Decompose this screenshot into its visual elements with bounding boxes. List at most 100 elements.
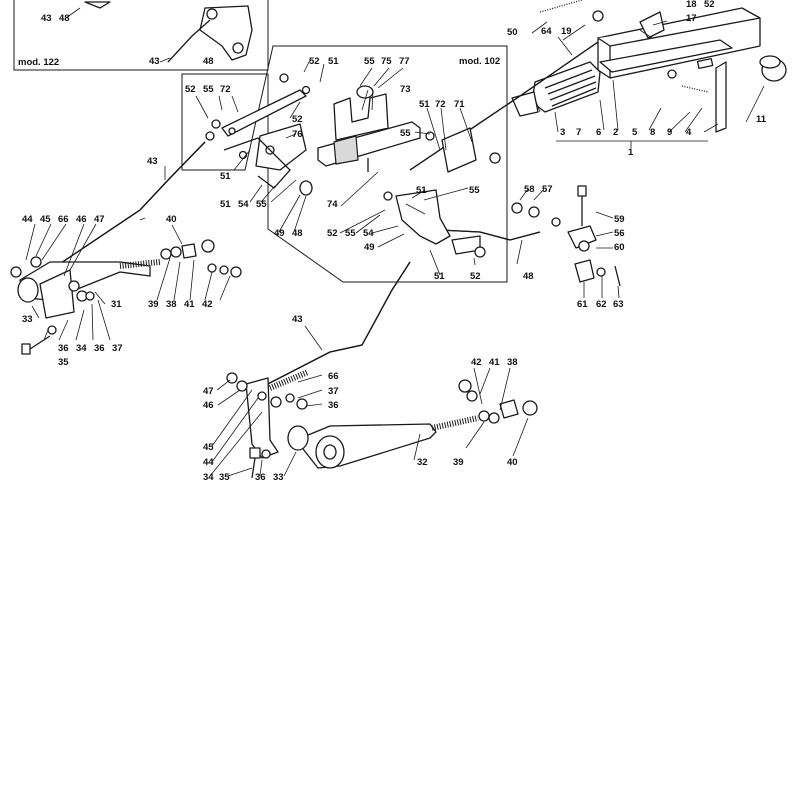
label-41: 41: [184, 299, 195, 310]
bolt-59-head: [577, 185, 587, 197]
clip-55: [211, 119, 221, 129]
label-48: 48: [59, 13, 70, 24]
bolt-35-head: [21, 343, 31, 355]
label-45: 45: [203, 442, 214, 453]
label-38: 38: [166, 299, 177, 310]
label-51: 51: [434, 271, 445, 282]
label-39: 39: [453, 457, 464, 468]
label-52: 52: [309, 56, 320, 67]
label-66: 66: [58, 214, 69, 225]
washer-36: [47, 325, 57, 335]
label-40: 40: [166, 214, 177, 225]
label-33: 33: [273, 472, 284, 483]
label-49: 49: [274, 228, 285, 239]
label-72: 72: [435, 99, 446, 110]
pedal-tip: [511, 91, 539, 117]
label-45: 45: [40, 214, 51, 225]
washer-41b: [219, 265, 229, 275]
rod-43-left-fill: [57, 141, 206, 266]
label-60: 60: [614, 242, 625, 253]
label-33: 33: [22, 314, 33, 325]
washer-46: [236, 380, 248, 392]
washer: [232, 42, 244, 54]
label-56: 56: [614, 228, 625, 239]
block-74: [333, 135, 359, 165]
label-52: 52: [327, 228, 338, 239]
label-36: 36: [328, 400, 339, 411]
clamp: [639, 11, 665, 39]
right-small-parts: [511, 185, 621, 287]
bolt-52-left: [205, 131, 215, 141]
washer-39: [488, 412, 500, 424]
label-62: 62: [596, 299, 607, 310]
washer: [238, 150, 248, 160]
label-59: 59: [614, 214, 625, 225]
bracket-45: [245, 377, 279, 459]
thread-43: [268, 369, 310, 391]
bracket-71: [441, 127, 477, 173]
label-37: 37: [112, 343, 123, 354]
nut-36: [296, 398, 308, 410]
label-46: 46: [203, 400, 214, 411]
label-35: 35: [219, 472, 230, 483]
label-2: 2: [613, 127, 618, 138]
label-55: 55: [400, 128, 411, 139]
label-76: 76: [292, 129, 303, 140]
label-66: 66: [328, 371, 339, 382]
washer-41: [466, 390, 478, 402]
label-34: 34: [76, 343, 87, 354]
label-55: 55: [364, 56, 375, 67]
bolt-35-shank: [251, 457, 256, 479]
lever-bar: [221, 89, 307, 137]
eye-33: [17, 277, 39, 303]
label-72: 72: [220, 84, 231, 95]
label-77: 77: [399, 56, 410, 67]
right-frame-assembly: [511, 0, 787, 133]
label-55: 55: [345, 228, 356, 239]
label-64: 64: [541, 26, 552, 37]
nut-66: [270, 396, 282, 408]
label-63: 63: [613, 299, 624, 310]
washer-57: [528, 206, 540, 218]
slot: [696, 57, 714, 70]
vertical-bracket: [715, 61, 727, 133]
leader-lines: [25, 7, 765, 477]
label-5: 5: [632, 127, 638, 138]
hole: [228, 127, 236, 135]
label-55: 55: [203, 84, 214, 95]
bushing-33: [287, 425, 309, 451]
label-39: 39: [148, 299, 159, 310]
label-8: 8: [650, 127, 655, 138]
label-36: 36: [58, 343, 69, 354]
washer-36: [261, 449, 271, 459]
rod-43-lower-fill: [259, 261, 411, 389]
label-43: 43: [149, 56, 160, 67]
label-61: 61: [577, 299, 588, 310]
joint-56: [567, 225, 597, 249]
label-51: 51: [419, 99, 430, 110]
slotted-bar: [599, 39, 733, 73]
label-35: 35: [58, 357, 69, 368]
label-17: 17: [686, 13, 697, 24]
pedal-grip: [544, 69, 597, 107]
washer: [257, 391, 267, 401]
washer-37: [285, 393, 295, 403]
label-3: 3: [560, 127, 565, 138]
bolt-52-top: [279, 73, 289, 83]
bolt: [383, 191, 393, 201]
thread-32: [431, 415, 479, 431]
washer: [551, 217, 561, 227]
rod-48-fill: [439, 229, 541, 241]
bolt-52: [474, 246, 486, 258]
lever-51: [395, 189, 451, 245]
label-41: 41: [489, 357, 500, 368]
part-labels: 43 48 43 48 64 19 50 18 52 17 11 3 7 6 2…: [22, 0, 767, 483]
plate-34: [39, 269, 75, 319]
label-42: 42: [202, 299, 213, 310]
label-51: 51: [220, 171, 231, 182]
label-71: 71: [454, 99, 465, 110]
bolt-35-shank: [29, 335, 51, 350]
nut-44: [10, 266, 22, 278]
nut-36: [85, 291, 95, 301]
label-1: 1: [628, 147, 634, 158]
